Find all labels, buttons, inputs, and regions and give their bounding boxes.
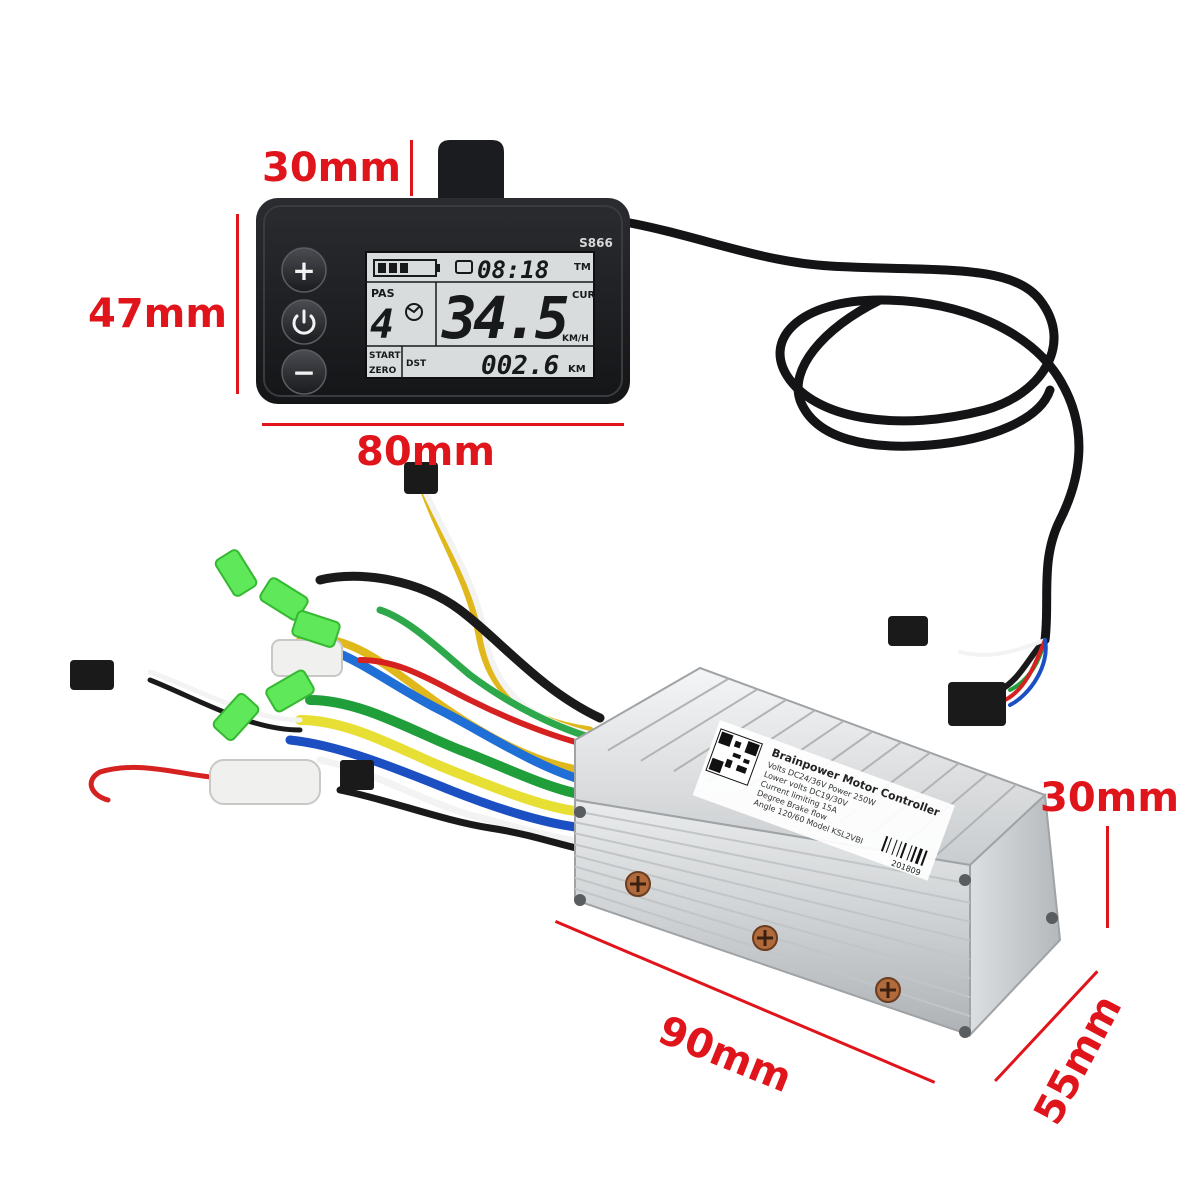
pas-level: 4 <box>370 302 394 348</box>
speed-unit-label: KM/H <box>562 334 589 344</box>
heat-shrink-terminals <box>212 549 341 741</box>
minus-button[interactable]: − <box>281 349 327 395</box>
dimension-display-height: 47mm <box>88 291 228 337</box>
pas-label: PAS <box>371 287 395 300</box>
model-label: S866 <box>579 236 613 250</box>
dimension-line-display-top <box>410 140 413 196</box>
start-label: START <box>369 351 401 361</box>
dimension-line-display-height <box>236 214 239 394</box>
qr-code-icon <box>705 728 764 786</box>
barcode-icon <box>880 835 928 866</box>
display-cable <box>620 217 1084 645</box>
minus-button-label: − <box>292 356 315 389</box>
lcd-display-unit: + − S866 08:18 <box>256 140 630 404</box>
battery-icon <box>373 259 440 277</box>
battery-bar <box>378 263 386 273</box>
power-icon <box>292 309 316 335</box>
dimension-line-display-width <box>262 423 624 426</box>
connectors <box>70 462 1006 805</box>
clock-icon <box>455 260 473 274</box>
distance-readout: 002.6 <box>481 351 559 381</box>
time-mode-label: TM <box>574 262 591 273</box>
time-readout: 08:18 <box>477 256 549 284</box>
screw-icon <box>752 925 778 951</box>
power-button[interactable] <box>281 299 327 345</box>
dimension-display-top: 30mm <box>262 145 402 191</box>
assist-icon <box>405 303 423 321</box>
zero-label: ZERO <box>369 366 397 376</box>
plus-button-label: + <box>292 254 315 287</box>
dimension-line-controller-height <box>1106 826 1109 928</box>
battery-bar <box>400 263 408 273</box>
wiring-harness <box>88 476 1048 854</box>
motor-controller: Brainpower Motor Controller Volts DC24/3… <box>574 666 1062 1038</box>
screws <box>574 806 1058 1038</box>
screw-icon <box>875 977 901 1003</box>
handlebar-clamp <box>438 140 504 200</box>
speed-readout: 34.5 <box>441 284 568 352</box>
distance-unit-label: KM <box>568 364 586 375</box>
speed-mode-label: CUR <box>572 290 595 301</box>
dimension-controller-height: 30mm <box>1040 775 1180 821</box>
dst-label: DST <box>406 359 427 369</box>
plus-button[interactable]: + <box>281 247 327 293</box>
battery-bar <box>389 263 397 273</box>
screw-icon <box>625 871 651 897</box>
dimension-display-width: 80mm <box>356 429 496 475</box>
